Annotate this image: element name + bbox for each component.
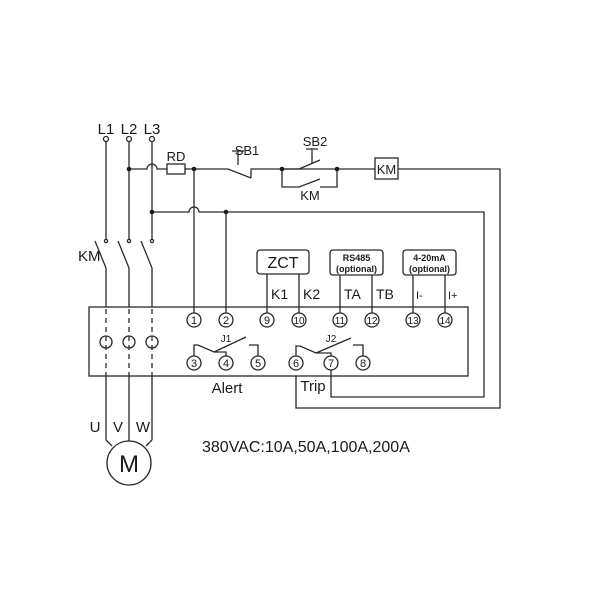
motor-terminal-v: V	[113, 419, 123, 436]
protector-device-box	[88, 306, 469, 377]
terminal-9: 9	[264, 315, 270, 327]
rs485-sub: (optional)	[336, 264, 377, 274]
phase-label-l3: L3	[144, 121, 161, 138]
label-k1: K1	[271, 286, 288, 302]
analog-box	[402, 249, 457, 276]
label-i-minus: I-	[416, 290, 423, 302]
terminal-13: 13	[407, 316, 419, 327]
alert-label: Alert	[212, 380, 244, 397]
analog-sub: (optional)	[409, 264, 450, 274]
label-tb: TB	[376, 286, 394, 302]
terminal-2: 2	[223, 315, 229, 327]
zct-box	[256, 249, 310, 275]
rs485-title: RS485	[343, 253, 371, 263]
contactor-label: KM	[78, 248, 101, 265]
rs485-box	[329, 249, 384, 276]
relay-j1-label: J1	[221, 334, 232, 345]
motor-label: M	[119, 451, 139, 478]
coil-label: KM	[377, 162, 397, 177]
terminal-1: 1	[191, 315, 197, 327]
rating-text: 380VAC:10A,50A,100A,200A	[202, 439, 410, 456]
phase-lines	[94, 135, 159, 447]
fuse-label: RD	[167, 149, 186, 164]
terminal-10: 10	[293, 316, 305, 327]
control-circuit	[126, 148, 501, 409]
label-i-plus: I+	[448, 290, 457, 302]
terminal-5: 5	[255, 358, 261, 370]
relay-j2-contacts	[295, 337, 364, 356]
fuse-rd	[166, 163, 186, 175]
terminal-3: 3	[191, 358, 197, 370]
terminal-12: 12	[366, 316, 378, 327]
terminal-14: 14	[439, 316, 451, 327]
signal-wires	[266, 274, 446, 313]
terminal-8: 8	[360, 358, 366, 370]
phase-label-l1: L1	[98, 121, 115, 138]
hold-contact-label: KM	[300, 188, 320, 203]
phase-label-l2: L2	[121, 121, 138, 138]
terminal-11: 11	[335, 316, 346, 327]
motor-symbol	[106, 440, 152, 486]
terminal-6: 6	[293, 358, 299, 370]
zct-label: ZCT	[267, 255, 298, 272]
terminal-7: 7	[328, 358, 334, 370]
sb1-label: SB1	[235, 143, 260, 158]
label-k2: K2	[303, 286, 320, 302]
sb2-label: SB2	[303, 134, 328, 149]
label-ta: TA	[344, 286, 362, 302]
analog-title: 4-20mA	[413, 253, 446, 263]
relay-j1-contacts	[193, 336, 259, 356]
relay-j2-label: J2	[326, 334, 337, 345]
terminal-4: 4	[223, 358, 229, 370]
motor-terminal-w: W	[136, 419, 151, 436]
motor-terminal-u: U	[90, 419, 101, 436]
trip-label: Trip	[300, 378, 325, 395]
